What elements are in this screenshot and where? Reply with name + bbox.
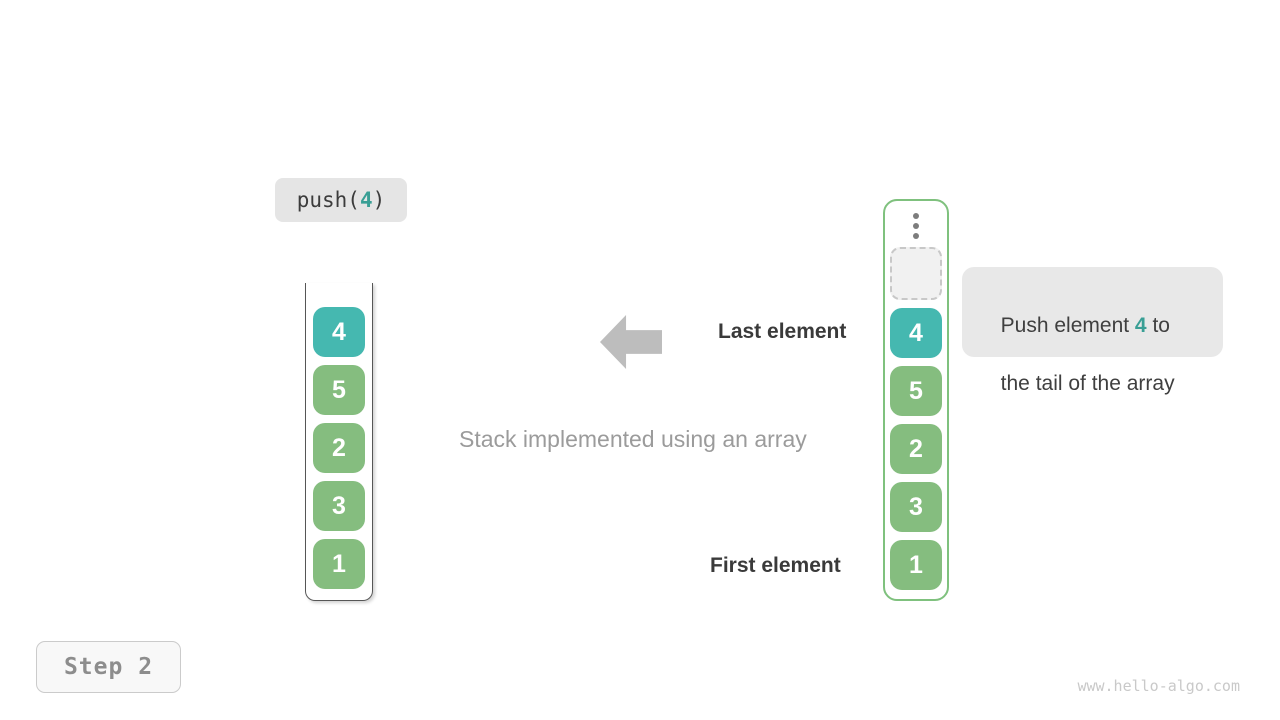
callout-line2: the tail of the array — [1000, 372, 1175, 395]
callout-bubble: Push element 4 to the tail of the array — [962, 267, 1223, 395]
stack-container: 4 5 2 3 1 — [305, 283, 373, 601]
left-stack-cell: 1 — [313, 539, 365, 589]
watermark: www.hello-algo.com — [1077, 677, 1240, 695]
diagram-caption: Stack implemented using an array — [459, 426, 807, 452]
left-stack-cell: 3 — [313, 481, 365, 531]
ellipsis-dot — [913, 213, 919, 219]
empty-array-slot — [890, 247, 942, 300]
left-arrow-icon — [600, 315, 662, 369]
last-element-label: Last element — [718, 320, 847, 343]
callout-line1-post: to — [1146, 314, 1170, 337]
push-operation-suffix: ) — [372, 188, 386, 212]
array-container: 4 5 2 3 1 — [883, 199, 949, 601]
push-operation-label: push(4) — [275, 178, 407, 222]
right-array-cell: 3 — [890, 482, 942, 532]
ellipsis-dot — [913, 223, 919, 229]
step-badge: Step 2 — [36, 641, 181, 693]
left-stack-cell: 5 — [313, 365, 365, 415]
right-array-cell: 5 — [890, 366, 942, 416]
vertical-ellipsis-icon — [913, 213, 919, 241]
right-array-cell: 1 — [890, 540, 942, 590]
step-badge-label: Step 2 — [63, 654, 154, 680]
right-array-cells: 4 5 2 3 1 — [890, 308, 942, 590]
callout-value: 4 — [1134, 314, 1147, 337]
push-operation-prefix: push( — [296, 188, 360, 212]
left-stack-cell: 2 — [313, 423, 365, 473]
right-array-cell: 2 — [890, 424, 942, 474]
callout-line1-pre: Push element — [1000, 314, 1135, 337]
ellipsis-dot — [913, 233, 919, 239]
right-array-cell: 4 — [890, 308, 942, 358]
first-element-label: First element — [710, 554, 841, 577]
left-stack-cell: 4 — [313, 307, 365, 357]
push-operation-arg: 4 — [359, 188, 373, 212]
